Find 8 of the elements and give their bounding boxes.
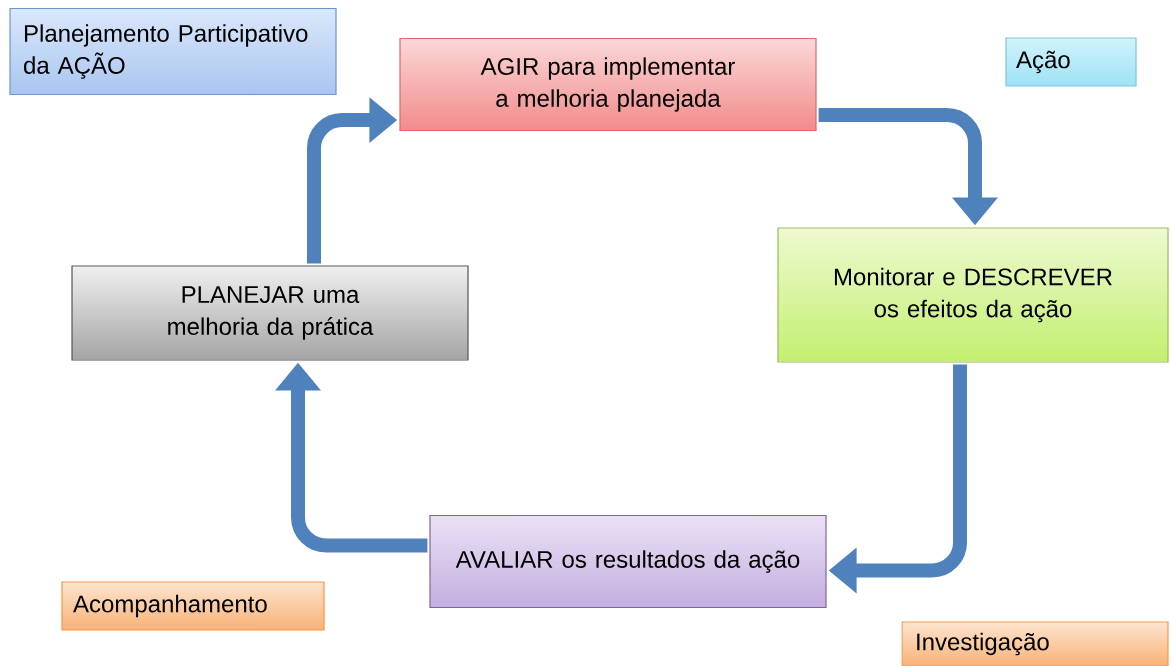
text-box: AGIR para implementar a melhoria planejada — [399, 37, 817, 132]
text-box: Monitorar e DESCREVER os efeitos da ação — [777, 227, 1169, 363]
text-box: Ação — [1005, 37, 1137, 87]
text-box: PLANEJAR uma melhoria da prática — [71, 265, 469, 361]
text-box: AVALIAR os resultados da ação — [429, 514, 827, 609]
text-box: Acompanhamento — [61, 581, 325, 631]
text-box: Planejamento Participativo da AÇÃO — [9, 7, 337, 96]
text-box: Investigação — [901, 621, 1169, 666]
